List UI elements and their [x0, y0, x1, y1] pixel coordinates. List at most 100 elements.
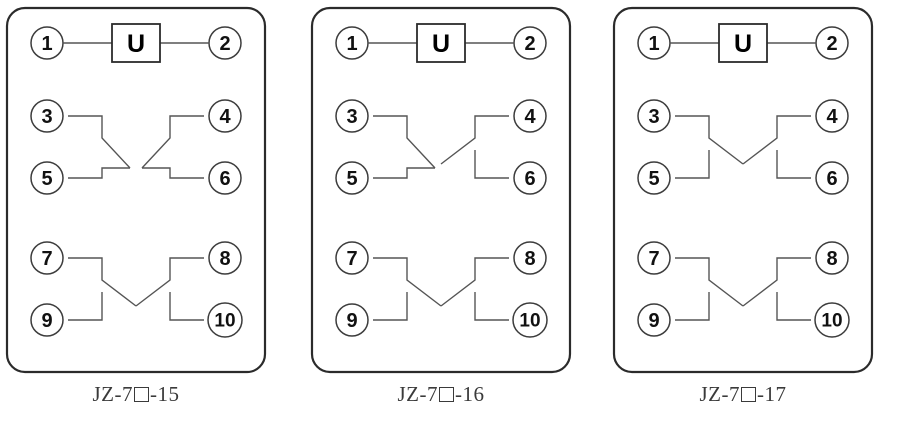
contact-group-3-5-fixed — [68, 167, 130, 179]
coil-box — [111, 23, 161, 63]
terminal-3-circle — [30, 99, 64, 133]
contact-group-4-6-fixed — [474, 150, 509, 179]
caption-prefix: JZ‑7 — [92, 382, 133, 406]
contact-group-7-9: 79 — [637, 241, 744, 337]
terminal-9-label: 9 — [648, 310, 659, 332]
contact-group-4-6-blade — [440, 115, 509, 165]
contact-group-8-10-fixed — [169, 292, 204, 321]
contact-group-4-6-blade — [742, 115, 811, 165]
coil-label: U — [127, 30, 145, 58]
terminal-1-label: 1 — [648, 33, 659, 55]
caption-prefix: JZ‑7 — [397, 382, 438, 406]
diagram-caption-2: JZ‑7 ‑16 — [310, 382, 572, 407]
caption-prefix: JZ‑7 — [699, 382, 740, 406]
terminal-1-label: 1 — [41, 33, 52, 55]
terminal-3-label: 3 — [648, 106, 659, 128]
terminal-4-circle — [815, 99, 849, 133]
contact-group-8-10: 8 10 — [742, 241, 850, 338]
contact-group-8-10-fixed — [474, 292, 509, 321]
terminal-8-label: 8 — [826, 248, 837, 270]
terminal-4-label: 4 — [219, 106, 231, 128]
contact-group-7-9-blade — [68, 257, 137, 307]
terminal-10-label: 10 — [519, 311, 540, 332]
terminal-2-label: 2 — [826, 33, 837, 55]
terminal-8-circle — [513, 241, 547, 275]
terminal-4-circle — [513, 99, 547, 133]
contact-group-4-6-fixed — [776, 150, 811, 179]
contact-group-8-10-blade — [135, 257, 204, 307]
terminal-3-label: 3 — [41, 106, 52, 128]
diagram-caption-3: JZ‑7‑17 — [612, 382, 874, 407]
caption-suffix: ‑16 — [455, 382, 485, 406]
diagram-caption-1: JZ‑7 ‑15 — [5, 382, 267, 407]
coil-group: 1 2 U — [30, 23, 242, 63]
contact-group-3-5-blade — [675, 115, 744, 165]
contact-group-7-9-blade — [675, 257, 744, 307]
terminal-3-label: 3 — [346, 106, 357, 128]
contact-group-7-9: 79 — [30, 241, 137, 337]
terminal-4-label: 4 — [826, 106, 838, 128]
caption-suffix: ‑15 — [150, 382, 180, 406]
contact-group-4-6: 46 — [141, 99, 242, 195]
terminal-10-label: 10 — [214, 311, 235, 332]
terminal-7-label: 7 — [346, 248, 357, 270]
terminal-8-circle — [208, 241, 242, 275]
coil-label: U — [734, 30, 752, 58]
terminal-1-label: 1 — [346, 33, 357, 55]
terminal-7-circle — [30, 241, 64, 275]
coil-label: U — [432, 30, 450, 58]
terminal-2-label: 2 — [524, 33, 535, 55]
relay-housing-outline — [310, 6, 572, 374]
terminal-10-label: 10 — [821, 311, 842, 332]
relay-housing-outline — [612, 6, 874, 374]
contact-group-7-9-blade — [373, 257, 442, 307]
contact-group-8-10: 8 10 — [135, 241, 243, 338]
terminal-7-label: 7 — [41, 248, 52, 270]
terminal-4-circle — [208, 99, 242, 133]
terminal-7-circle — [637, 241, 671, 275]
contact-group-3-5-fixed — [675, 150, 710, 179]
terminal-6-circle — [208, 161, 242, 195]
terminal-10-circle — [207, 302, 243, 338]
terminal-2-label: 2 — [219, 33, 230, 55]
contact-group-3-5-blade — [373, 115, 436, 169]
coil-box — [718, 23, 768, 63]
terminal-6-label: 6 — [826, 168, 837, 190]
terminal-9-label: 9 — [346, 310, 357, 332]
terminal-6-label: 6 — [524, 168, 535, 190]
contact-group-3-5: 35 — [335, 99, 436, 195]
terminal-8-label: 8 — [219, 248, 230, 270]
terminal-10-circle — [814, 302, 850, 338]
relay-housing-outline — [5, 6, 267, 374]
coil-group: 1 2 U — [335, 23, 547, 63]
contact-group-7-9: 79 — [335, 241, 442, 337]
terminal-9-circle — [335, 303, 369, 337]
terminal-7-label: 7 — [648, 248, 659, 270]
contact-group-4-6-fixed — [142, 167, 204, 179]
terminal-5-circle — [335, 161, 369, 195]
contact-group-7-9-fixed — [373, 292, 408, 321]
caption-square-placeholder-icon — [134, 387, 149, 402]
caption-square-placeholder-icon — [741, 387, 756, 402]
terminal-5-label: 5 — [346, 168, 357, 190]
terminal-9-label: 9 — [41, 310, 52, 332]
contact-group-4-6: 46 — [440, 99, 547, 195]
terminal-9-circle — [30, 303, 64, 337]
terminal-8-label: 8 — [524, 248, 535, 270]
terminal-3-circle — [637, 99, 671, 133]
contact-group-3-5: 35 — [637, 99, 744, 195]
contact-group-8-10-blade — [440, 257, 509, 307]
terminal-7-circle — [335, 241, 369, 275]
terminal-9-circle — [637, 303, 671, 337]
terminal-10-circle — [512, 302, 548, 338]
contact-group-7-9-fixed — [68, 292, 103, 321]
terminal-6-label: 6 — [219, 168, 230, 190]
terminal-5-circle — [30, 161, 64, 195]
